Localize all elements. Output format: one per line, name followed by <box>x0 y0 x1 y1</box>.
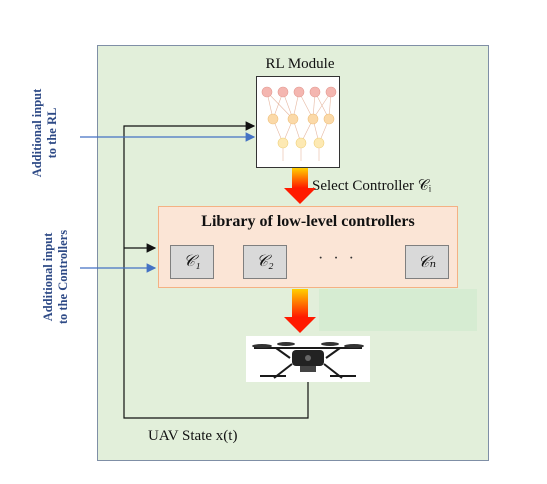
background-patch <box>319 289 477 331</box>
controller-library-title: Library of low-level controllers <box>201 213 415 230</box>
uav-state-label: UAV State x(t) <box>148 428 238 444</box>
feedback-line <box>123 121 309 419</box>
command-arrow <box>284 289 316 333</box>
select-controller-label: Select Controller 𝒞ᵢ <box>312 178 432 194</box>
select-arrow <box>284 168 316 204</box>
rl-module-title: RL Module <box>265 56 335 72</box>
controller-2-box: 𝒞₂ <box>243 245 287 279</box>
controller-ellipsis: · · · <box>318 250 357 267</box>
controller-1-box: 𝒞₁ <box>170 245 214 279</box>
rl-module-box <box>256 76 340 168</box>
drone-icon <box>252 342 364 379</box>
controller-n-box: 𝒞ₙ <box>405 245 449 279</box>
neural-network-icon <box>261 86 337 161</box>
uav-drone-image <box>246 336 370 382</box>
